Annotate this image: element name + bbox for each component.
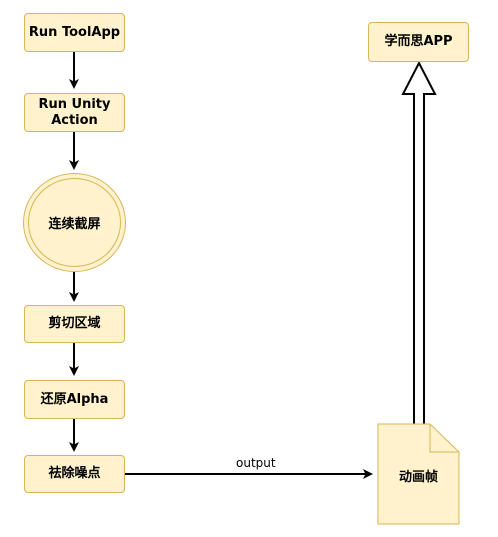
node-run-toolapp: Run ToolApp bbox=[24, 13, 125, 52]
node-run-unity-action-label-line2: Action bbox=[51, 112, 98, 128]
hollow-arrow-frames-to-app bbox=[401, 60, 437, 424]
node-animation-frames-label: 动画帧 bbox=[398, 470, 438, 485]
node-denoise: 祛除噪点 bbox=[24, 455, 125, 493]
node-continuous-screenshot-inner: 连续截屏 bbox=[28, 178, 121, 267]
node-restore-alpha-label: 还原Alpha bbox=[40, 391, 109, 407]
node-xueersi-app-label: 学而思APP bbox=[384, 34, 453, 49]
edge-output-label: output bbox=[236, 456, 276, 470]
node-crop-region-label: 剪切区域 bbox=[48, 316, 101, 331]
document-fold bbox=[429, 424, 459, 453]
node-crop-region: 剪切区域 bbox=[24, 305, 125, 343]
node-continuous-screenshot-label: 连续截屏 bbox=[48, 217, 101, 232]
node-run-unity-action-label-line1: Run Unity bbox=[38, 96, 111, 112]
node-xueersi-app: 学而思APP bbox=[368, 22, 469, 62]
node-run-toolapp-label: Run ToolApp bbox=[28, 24, 121, 40]
document-shape-animation-frames bbox=[377, 423, 460, 525]
node-run-unity-action: Run Unity Action bbox=[24, 93, 125, 132]
node-restore-alpha: 还原Alpha bbox=[24, 380, 125, 419]
node-denoise-label: 祛除噪点 bbox=[48, 466, 101, 481]
